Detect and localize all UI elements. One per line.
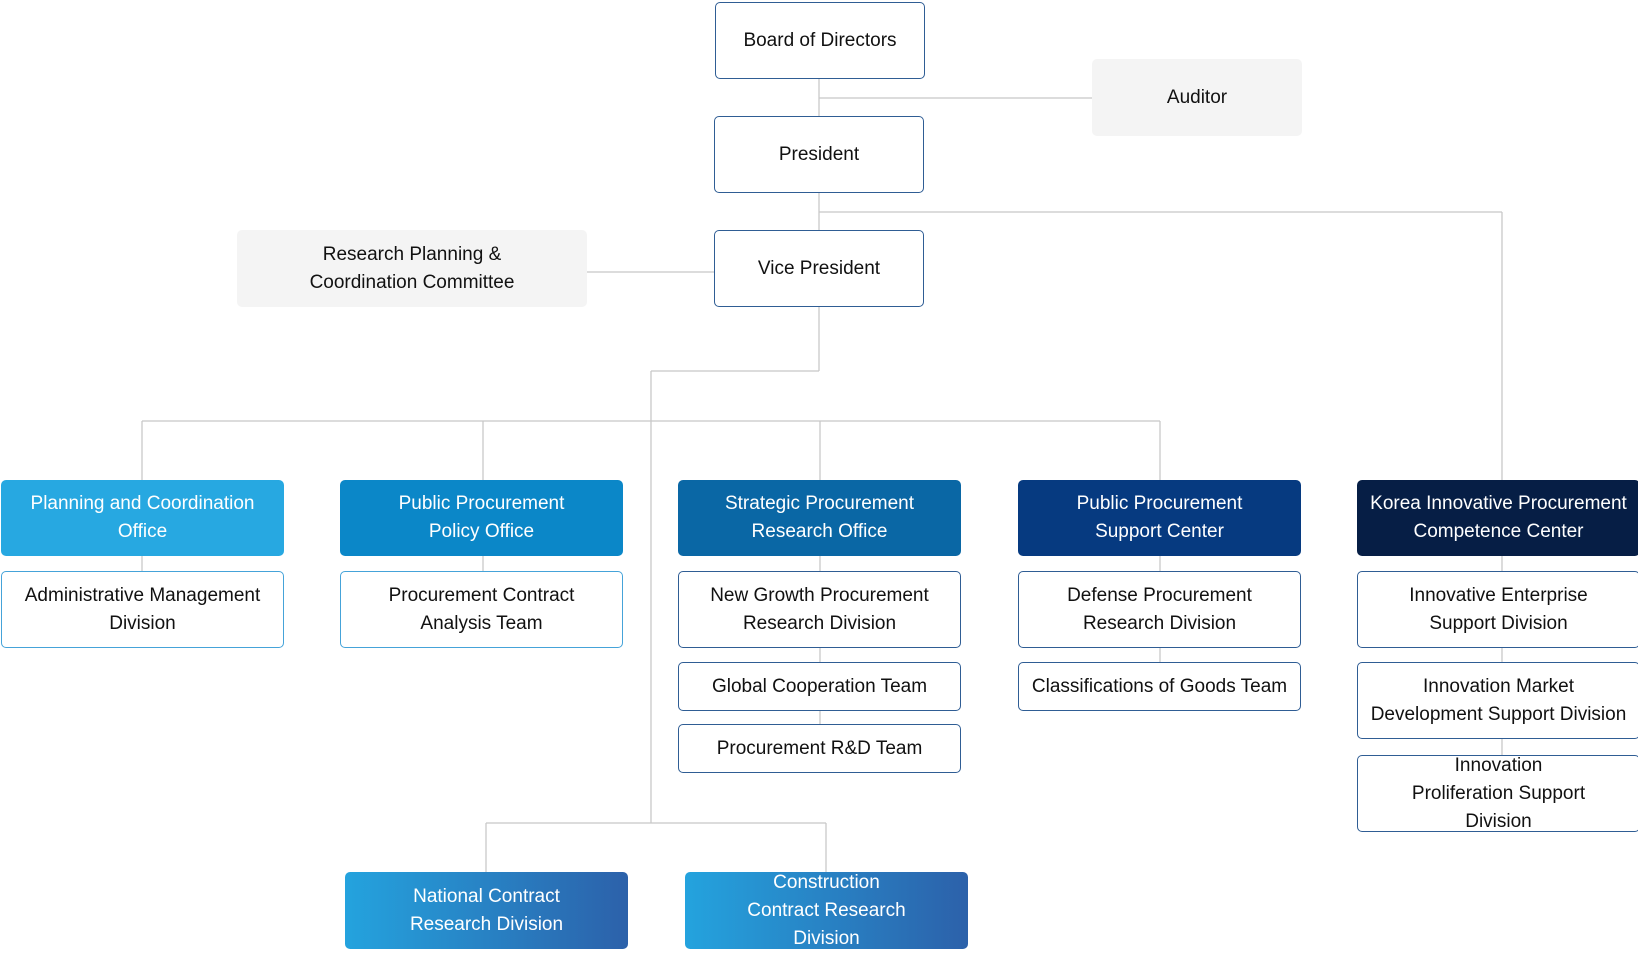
unit-label: Innovative Enterprise Support Division xyxy=(1409,584,1588,634)
board-label: Board of Directors xyxy=(743,29,897,51)
division-header: Public Procurement Support Center xyxy=(1018,480,1301,556)
division-header-label: Korea Innovative Procurement Competence … xyxy=(1370,493,1627,542)
president-box: President xyxy=(714,116,924,193)
bottom-unit-box: National Contract Research Division xyxy=(345,872,628,949)
vice-president-label: Vice President xyxy=(757,257,881,279)
unit-box: New Growth Procurement Research Division xyxy=(678,571,961,648)
bottom-unit-label: National Contract Research Division xyxy=(409,885,564,935)
unit-box: Innovative Enterprise Support Division xyxy=(1357,571,1638,648)
unit-box: Classifications of Goods Team xyxy=(1018,662,1301,711)
unit-box: Procurement Contract Analysis Team xyxy=(340,571,623,648)
unit-label: Innovation Market Development Support Di… xyxy=(1370,675,1627,725)
unit-label: New Growth Procurement Research Division xyxy=(710,584,929,634)
unit-label: Administrative Management Division xyxy=(24,584,261,634)
unit-label: Procurement R&D Team xyxy=(716,737,923,759)
division-header: Planning and Coordination Office xyxy=(1,480,284,556)
unit-label: Procurement Contract Analysis Team xyxy=(388,584,575,634)
unit-box: Defense Procurement Research Division xyxy=(1018,571,1301,648)
division-header-label: Public Procurement Policy Office xyxy=(398,493,565,542)
unit-box: Procurement R&D Team xyxy=(678,724,961,773)
unit-label: Innovation Proliferation Support Divisio… xyxy=(1411,754,1586,832)
division-header-label: Strategic Procurement Research Office xyxy=(724,493,915,542)
president-label: President xyxy=(778,143,860,165)
division-header: Strategic Procurement Research Office xyxy=(678,480,961,556)
unit-box: Administrative Management Division xyxy=(1,571,284,648)
division-header: Korea Innovative Procurement Competence … xyxy=(1357,480,1638,556)
division-header-label: Public Procurement Support Center xyxy=(1076,493,1243,542)
vice-president-box: Vice President xyxy=(714,230,924,307)
bottom-unit-label: Construction Contract Research Division xyxy=(747,871,906,949)
committee-label: Research Planning & Coordination Committ… xyxy=(309,243,515,293)
board-of-directors-box: Board of Directors xyxy=(715,2,925,79)
auditor-box: Auditor xyxy=(1092,59,1302,136)
bottom-unit-box: Construction Contract Research Division xyxy=(685,872,968,949)
unit-label: Global Cooperation Team xyxy=(711,675,928,697)
unit-label: Defense Procurement Research Division xyxy=(1067,584,1252,634)
unit-box: Innovation Market Development Support Di… xyxy=(1357,662,1638,739)
unit-box: Innovation Proliferation Support Divisio… xyxy=(1357,755,1638,832)
unit-label: Classifications of Goods Team xyxy=(1031,675,1288,697)
auditor-label: Auditor xyxy=(1166,86,1228,108)
unit-box: Global Cooperation Team xyxy=(678,662,961,711)
committee-box: Research Planning & Coordination Committ… xyxy=(237,230,587,307)
division-header: Public Procurement Policy Office xyxy=(340,480,623,556)
division-header-label: Planning and Coordination Office xyxy=(30,493,255,542)
